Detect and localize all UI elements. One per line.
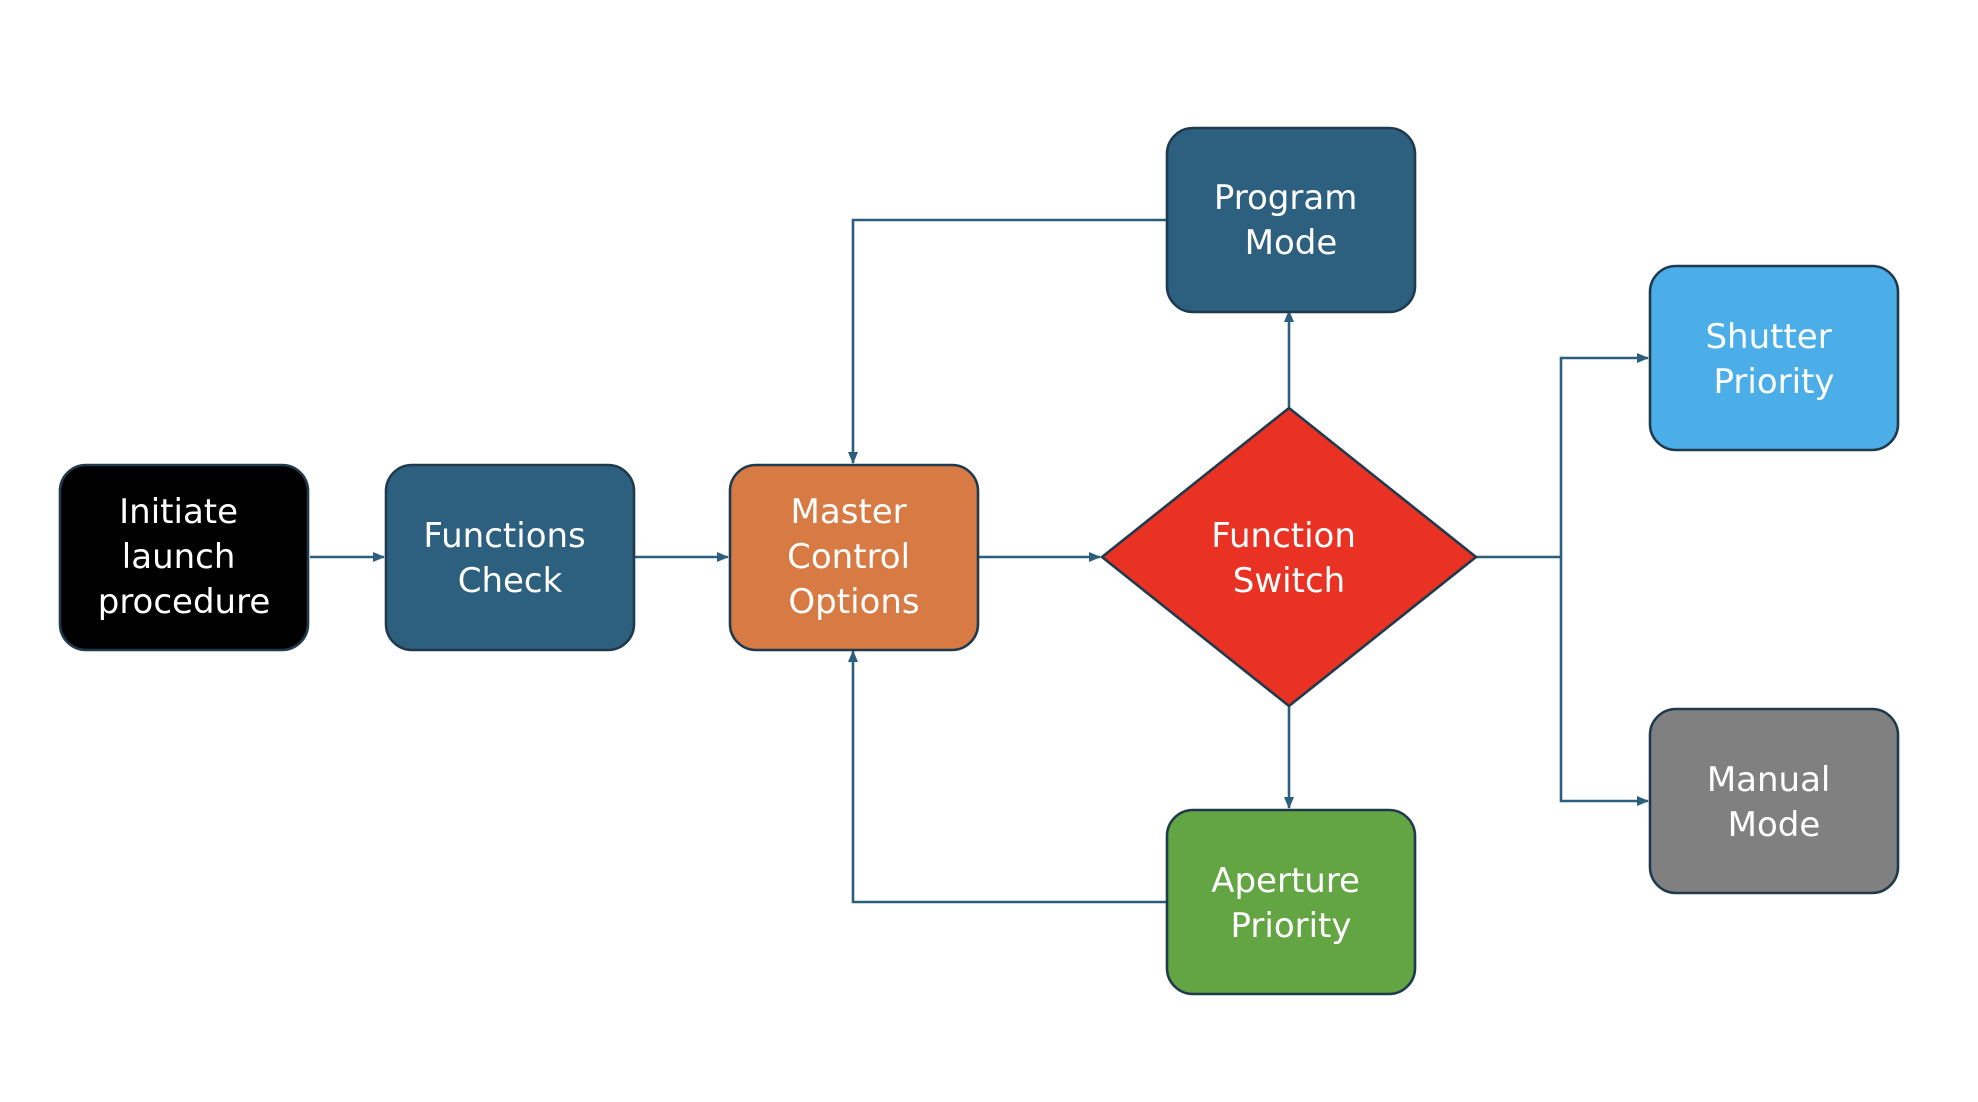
node-aperture-box [1165,808,1417,996]
node-program-box [1165,126,1417,314]
arrow-switch-to-shutter [1475,353,1649,559]
node-shutter-box [1648,264,1900,452]
node-program-label: Program Mode [1214,178,1368,263]
connectors [310,218,1649,904]
node-master-label: Master Control Options [787,492,921,622]
node-aperture-priority: Aperture Priority [1165,808,1417,996]
node-shutter-label: Shutter Priority [1705,317,1842,402]
node-function-switch: Function Switch [1099,406,1479,708]
node-initiate-box [58,463,310,652]
node-aperture-label: Aperture Priority [1211,861,1371,946]
node-master-box [728,463,980,652]
node-initiate-launch-procedure: Initiate launch procedure [58,463,310,652]
node-switch-diamond [1099,406,1479,708]
node-manual-box [1648,707,1900,895]
node-shutter-priority: Shutter Priority [1648,264,1900,452]
node-switch-label: Function Switch [1211,516,1366,601]
arrow-aperture-to-master [848,650,1166,904]
node-initiate-label: Initiate launch procedure [98,492,271,622]
node-master-control-options: Master Control Options [728,463,980,652]
node-functions-box [384,463,636,652]
node-functions-label: Functions Check [423,516,596,601]
node-manual-label: Manual Mode [1707,760,1841,845]
arrow-switch-to-manual [1559,557,1649,806]
node-program-mode: Program Mode [1165,126,1417,314]
node-functions-check: Functions Check [384,463,636,652]
node-manual-mode: Manual Mode [1648,707,1900,895]
arrow-program-to-master [848,218,1166,464]
